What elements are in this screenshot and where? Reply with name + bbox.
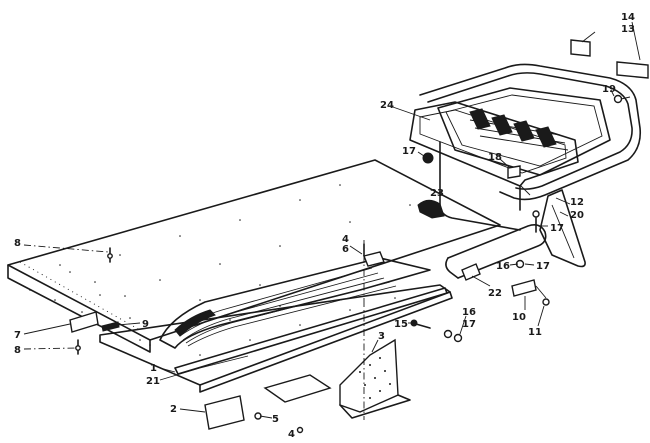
callout-13: 13	[621, 24, 635, 35]
callout-17: 17	[536, 261, 550, 272]
callout-4: 4	[288, 429, 295, 440]
callout-24: 24	[380, 100, 394, 111]
axle-tube	[445, 224, 550, 306]
callout-10: 10	[512, 312, 526, 323]
callout-17: 17	[550, 223, 564, 234]
lower-tray	[99, 284, 453, 393]
callout-19: 19	[602, 84, 616, 95]
rear-bumper-assembly	[409, 39, 649, 268]
callout-2: 2	[170, 404, 177, 415]
callout-4: 4	[342, 234, 349, 245]
callout-1: 1	[150, 363, 157, 374]
callout-12: 12	[570, 197, 584, 208]
callout-17: 17	[462, 319, 476, 330]
hardware	[69, 243, 463, 434]
leader-lines	[23, 21, 641, 420]
callout-11: 11	[528, 327, 542, 338]
callout-9: 9	[142, 319, 149, 330]
callout-8: 8	[14, 238, 21, 249]
tunnel-pan	[7, 159, 501, 353]
striped-side-panel	[159, 251, 431, 349]
callout-16: 16	[462, 307, 476, 318]
callout-5: 5	[272, 414, 279, 425]
callout-17: 17	[402, 146, 416, 157]
callout-23: 23	[430, 188, 444, 199]
callout-7: 7	[14, 330, 21, 341]
part-23-clip	[417, 199, 445, 219]
callout-8: 8	[14, 345, 21, 356]
callout-3: 3	[378, 331, 385, 342]
callout-18: 18	[488, 152, 502, 163]
callout-14: 14	[621, 12, 635, 23]
callout-labels: 14 13 19 24 17 18 23 12 20 17 8 4 6 16 1…	[14, 12, 635, 440]
rear-bracket	[339, 338, 411, 419]
callout-15: 15	[394, 319, 408, 330]
callout-6: 6	[342, 244, 349, 255]
callout-16: 16	[496, 261, 510, 272]
callout-20: 20	[570, 210, 584, 221]
callout-21: 21	[146, 376, 160, 387]
callout-22: 22	[488, 288, 502, 299]
